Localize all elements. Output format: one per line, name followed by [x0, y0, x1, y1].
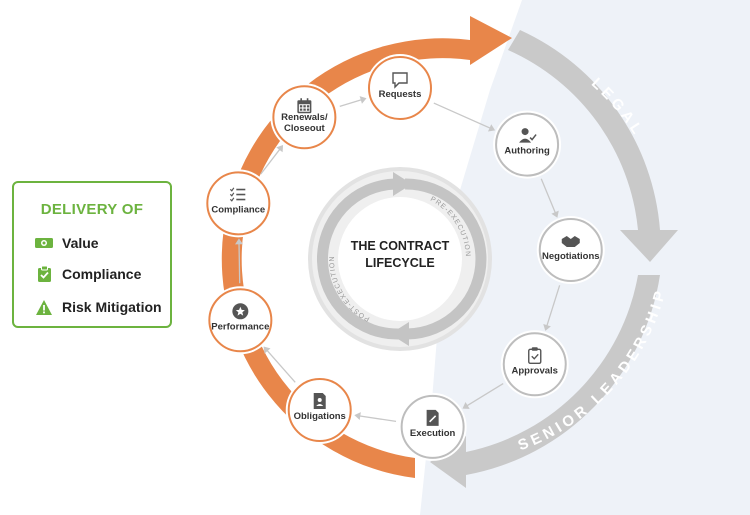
node-circle [272, 85, 337, 150]
lifecycle-nodes: RequestsAuthoringNegotiationsApprovalsEx… [204, 54, 605, 461]
node-performance[interactable]: Performance [206, 286, 275, 355]
panel-item-value: Value [34, 235, 99, 251]
node-label: Execution [410, 428, 456, 439]
node-label: Renewals/ [281, 112, 328, 123]
node-compliance[interactable]: Compliance [204, 169, 273, 238]
money-icon [34, 235, 54, 251]
document-pen-icon [426, 409, 439, 426]
node-label: Compliance [211, 204, 265, 215]
inner-ring-left-arrow [316, 178, 401, 340]
node-circle [206, 171, 271, 236]
center-title-line-1: THE CONTRACT [351, 239, 450, 253]
panel-item-label: Risk Mitigation [62, 299, 162, 315]
node-label: Negotiations [542, 251, 600, 262]
node-authoring[interactable]: Authoring [493, 110, 562, 179]
panel-title: DELIVERY OF [40, 201, 144, 218]
node-label: Authoring [504, 146, 550, 157]
node-negotiations[interactable]: Negotiations [536, 216, 605, 285]
document-person-icon [313, 392, 326, 409]
node-label: Requests [379, 89, 422, 100]
chat-bubble-icon [392, 72, 408, 89]
connector-arrowhead [487, 124, 496, 132]
clipboard-check-icon [34, 266, 54, 282]
inner-ring-right-arrow [404, 178, 487, 340]
node-requests[interactable]: Requests [366, 54, 434, 122]
connector-arrowhead [235, 238, 244, 245]
node-circle [502, 332, 567, 397]
center-title-line-2: LIFECYCLE [365, 256, 434, 270]
delivery-panel: DELIVERY OF Value Compliance Risk Mitiga… [12, 181, 172, 328]
connector-arrowhead [359, 96, 367, 104]
node-approvals[interactable]: Approvals [500, 330, 569, 399]
center-inner-disc [338, 197, 462, 321]
senior-leadership-band [430, 275, 660, 488]
node-renewals[interactable]: Renewals/Closeout [270, 83, 339, 152]
connector-line [339, 98, 363, 108]
node-label: Closeout [284, 123, 325, 134]
connector-line [433, 102, 492, 130]
connector-arrowhead [354, 412, 361, 421]
user-check-icon [519, 128, 537, 143]
checklist-icon [229, 187, 246, 202]
connector-arrowhead [543, 323, 551, 331]
clipboard-check-icon [528, 347, 542, 364]
panel-item-label: Value [62, 235, 99, 251]
node-obligations[interactable]: Obligations [285, 375, 354, 444]
node-circle [208, 288, 273, 353]
node-circle [495, 112, 560, 177]
node-circle [368, 56, 432, 120]
inner-ring-right-arrowhead [390, 322, 409, 346]
node-execution[interactable]: Execution [398, 392, 467, 461]
connector-line [545, 285, 561, 328]
connector-line [265, 349, 296, 383]
node-label: Performance [211, 321, 269, 332]
calendar-icon [297, 98, 312, 114]
connector-line [238, 242, 241, 284]
connector-line [465, 383, 504, 408]
connector-line [260, 147, 282, 175]
panel-item-label: Compliance [62, 266, 142, 282]
legal-band [508, 30, 678, 262]
connector-arrowhead [263, 346, 271, 354]
inner-ring-left-arrowhead [393, 172, 412, 196]
node-circle [400, 394, 465, 459]
node-label: Approvals [512, 365, 558, 376]
node-circle [287, 377, 352, 442]
panel-item-risk-mitigation: Risk Mitigation [34, 299, 162, 315]
connector-arrowhead [462, 402, 470, 409]
connector-line [358, 415, 397, 423]
connector-line [540, 178, 557, 215]
warning-icon [34, 299, 54, 315]
connector-arrowhead [276, 145, 284, 153]
node-label: Obligations [294, 411, 346, 422]
star-badge-icon [232, 303, 249, 320]
node-connectors [235, 96, 561, 423]
handshake-icon [561, 236, 580, 248]
connector-arrowhead [551, 210, 559, 218]
node-circle [538, 218, 603, 283]
panel-item-compliance: Compliance [34, 266, 141, 282]
